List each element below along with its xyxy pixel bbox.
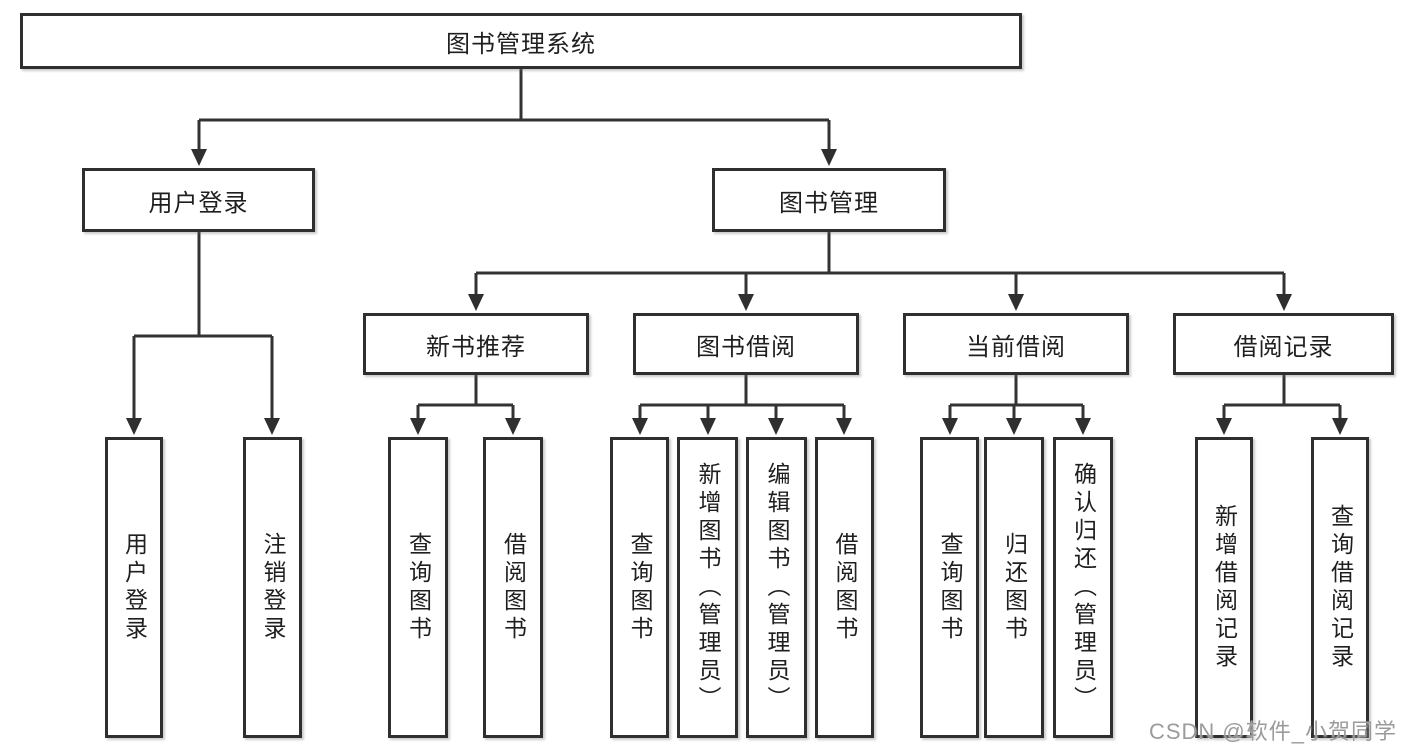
arrow-down-icon xyxy=(1075,418,1091,435)
arrow-down-icon xyxy=(1276,294,1292,311)
arrow-down-icon xyxy=(468,294,484,311)
node-book-management: 图书管理 xyxy=(712,168,946,232)
arrow-down-icon xyxy=(191,149,207,166)
node-user-login-leaf: 用户登录 xyxy=(105,437,163,738)
node-book-borrowing: 图书借阅 xyxy=(633,313,859,375)
arrow-down-icon xyxy=(1006,418,1022,435)
connector-new-book-children xyxy=(416,375,515,422)
node-borrow-books-leaf: 借阅图书 xyxy=(815,437,874,738)
arrow-down-icon xyxy=(1216,418,1232,435)
connector-current-borrowing-children xyxy=(948,375,1085,422)
connector-borrow-records-children xyxy=(1222,375,1342,422)
node-confirm-return-admin: 确认归还（管理员） xyxy=(1053,437,1113,738)
arrowheads xyxy=(126,149,1348,435)
arrow-down-icon xyxy=(126,418,142,435)
arrow-down-icon xyxy=(505,418,521,435)
node-edit-books-admin: 编辑图书（管理员） xyxy=(746,437,807,738)
node-query-books-recommend: 查询图书 xyxy=(388,437,448,738)
node-new-book-recommendation: 新书推荐 xyxy=(363,313,589,375)
node-current-borrowing: 当前借阅 xyxy=(903,313,1129,375)
connector-user-login-children xyxy=(132,232,274,422)
node-return-books: 归还图书 xyxy=(984,437,1044,738)
node-add-borrow-record: 新增借阅记录 xyxy=(1195,437,1253,738)
node-logout-leaf: 注销登录 xyxy=(243,437,302,738)
connector-book-borrowing-children xyxy=(638,375,846,422)
node-query-borrow-record: 查询借阅记录 xyxy=(1311,437,1369,738)
arrow-down-icon xyxy=(700,418,716,435)
arrow-down-icon xyxy=(738,294,754,311)
node-borrowing-records: 借阅记录 xyxy=(1173,313,1394,375)
node-query-books-current: 查询图书 xyxy=(920,437,979,738)
node-library-management-system: 图书管理系统 xyxy=(20,13,1022,69)
node-add-books-admin: 新增图书（管理员） xyxy=(677,437,738,738)
arrow-down-icon xyxy=(632,418,648,435)
connector-book-mgmt-children xyxy=(474,232,1286,297)
arrow-down-icon xyxy=(836,418,852,435)
arrow-down-icon xyxy=(1332,418,1348,435)
node-query-books-borrowing: 查询图书 xyxy=(610,437,669,738)
arrow-down-icon xyxy=(264,418,280,435)
connector-root-to-level2 xyxy=(197,69,831,152)
arrow-down-icon xyxy=(942,418,958,435)
watermark: CSDN @软件_小贺同学 xyxy=(1148,719,1397,744)
arrow-down-icon xyxy=(1008,294,1024,311)
node-user-login: 用户登录 xyxy=(82,168,315,232)
node-borrow-books-recommend: 借阅图书 xyxy=(483,437,543,738)
arrow-down-icon xyxy=(768,418,784,435)
arrow-down-icon xyxy=(410,418,426,435)
arrow-down-icon xyxy=(821,149,837,166)
